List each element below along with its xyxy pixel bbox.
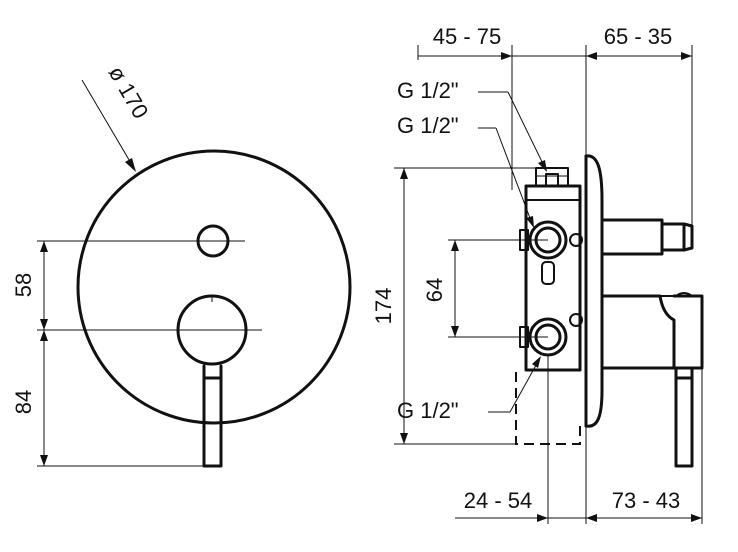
mixer-handle-side xyxy=(600,292,704,468)
lower-port xyxy=(519,313,583,357)
dim-84-label: 84 xyxy=(11,390,36,414)
dim-45-75-label: 45 - 75 xyxy=(433,24,502,49)
cover-plate-outline xyxy=(76,149,352,425)
thread-label-top-1: G 1/2" xyxy=(397,78,459,103)
top-connection xyxy=(535,167,569,187)
dim-58-label: 58 xyxy=(11,273,36,297)
diverter-spindle xyxy=(600,218,694,256)
thread-label-top-2: G 1/2" xyxy=(397,113,459,138)
dim-64-label: 64 xyxy=(422,278,447,302)
mixer-lever xyxy=(202,364,223,468)
thread-label-bottom: G 1/2" xyxy=(397,398,459,423)
front-view: 58 84 ø 170 xyxy=(11,62,352,468)
dim-73-43-label: 73 - 43 xyxy=(612,488,681,513)
diameter-label: ø 170 xyxy=(104,62,154,123)
dim-65-35-label: 65 - 35 xyxy=(604,24,673,49)
side-view: 45 - 75 65 - 35 174 64 G 1/2" G 1/2" G 1… xyxy=(371,24,704,524)
dim-24-54-label: 24 - 54 xyxy=(464,488,533,513)
dim-174-label: 174 xyxy=(371,288,396,325)
